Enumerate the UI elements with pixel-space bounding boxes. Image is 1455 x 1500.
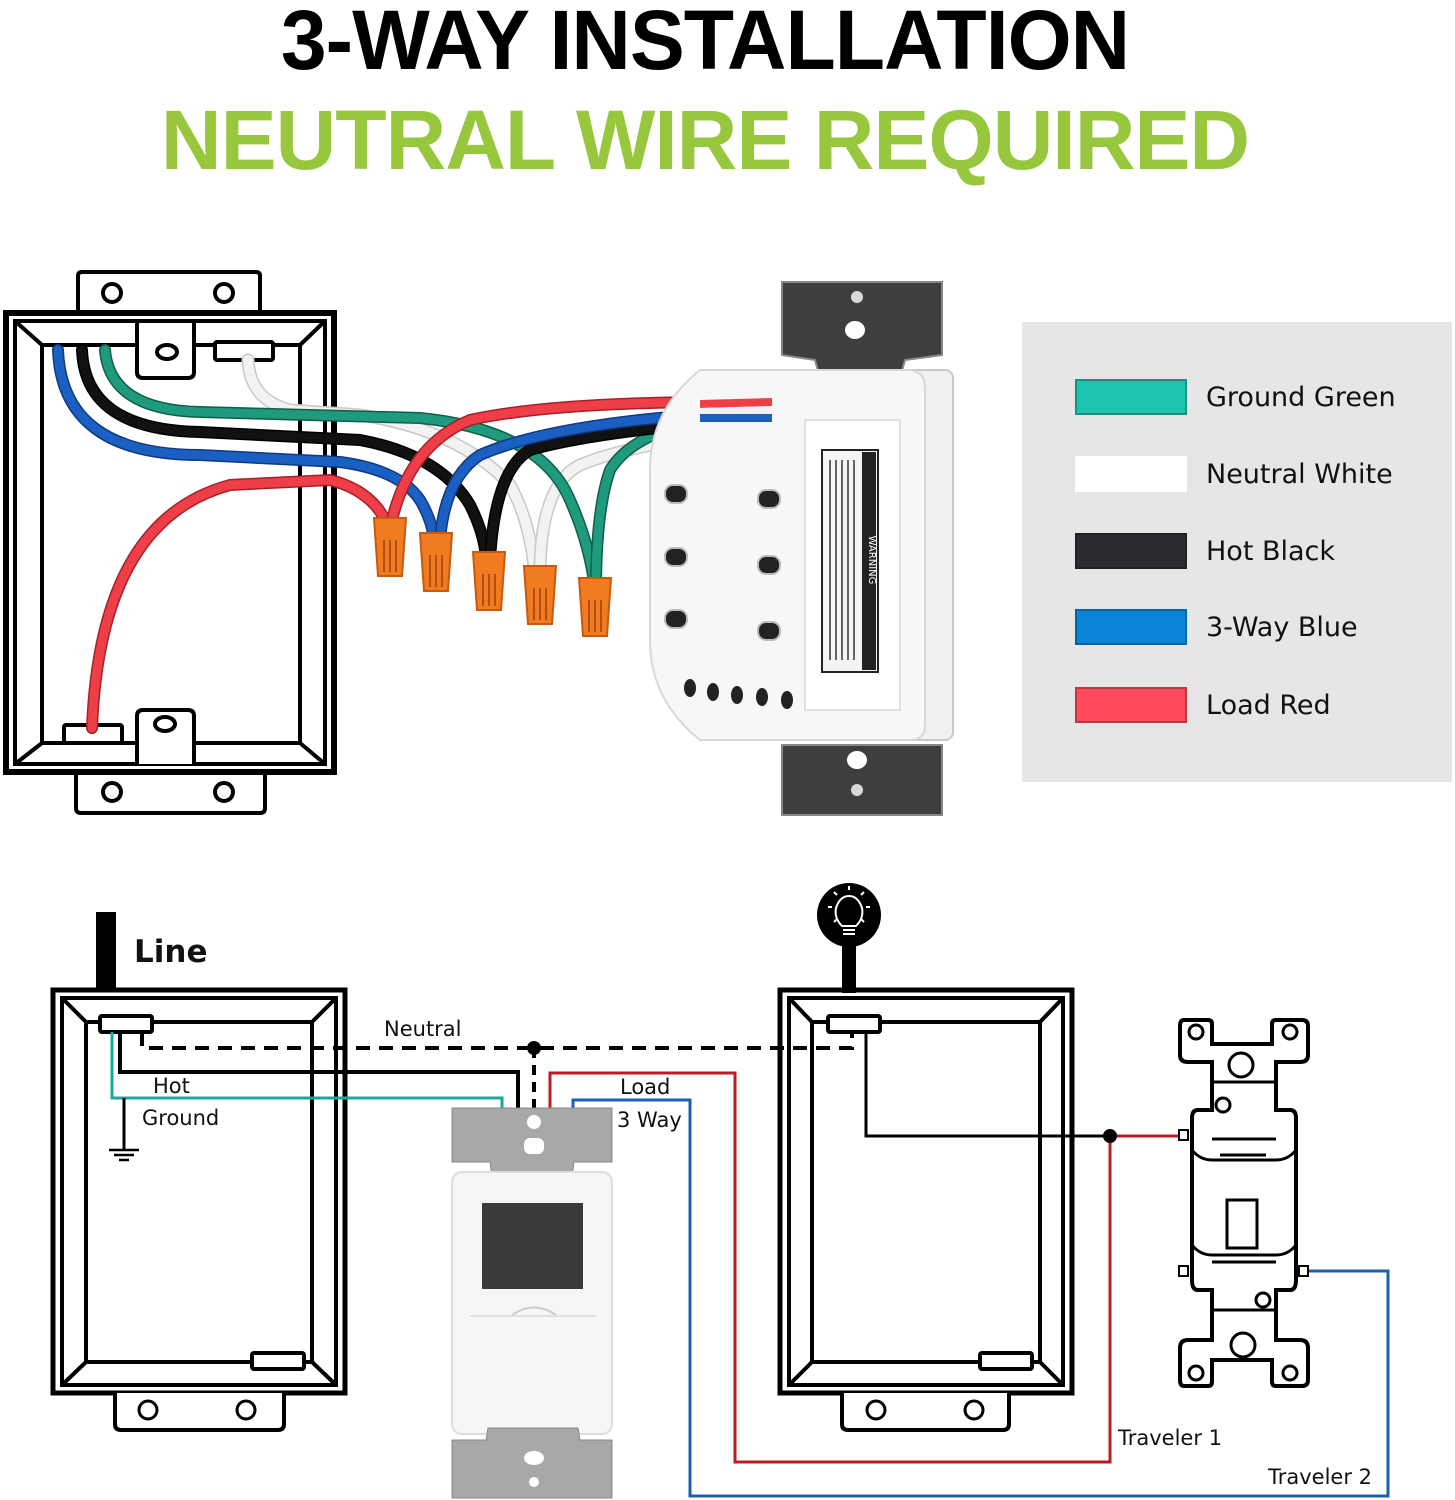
page-title: 3-WAY INSTALLATION xyxy=(280,0,1130,87)
junction-dot xyxy=(1103,1129,1117,1143)
light-bulb-icon xyxy=(817,883,881,993)
legend-item-neutral: Neutral White xyxy=(1075,455,1393,493)
terminal-hole xyxy=(664,484,688,504)
wire-nut-icon xyxy=(372,517,408,577)
ground-label: Ground xyxy=(142,1106,219,1130)
legend-label: 3-Way Blue xyxy=(1206,611,1358,643)
terminal-hole xyxy=(757,555,781,575)
neutral-junction-dot xyxy=(527,1041,541,1055)
terminal-hole xyxy=(664,547,688,567)
neutral-label: Neutral xyxy=(384,1017,462,1041)
wire-nut-icon xyxy=(418,532,454,592)
legend-item-load: Load Red xyxy=(1075,686,1331,724)
wire-color-legend: Ground Green Neutral White Hot Black 3-W… xyxy=(1022,322,1452,782)
junction-box-left xyxy=(50,987,348,1432)
screw-hole-icon xyxy=(101,781,123,803)
warning-text-lines xyxy=(829,460,855,660)
traveler2-label: Traveler 2 xyxy=(1267,1465,1372,1489)
terminal-hole xyxy=(757,489,781,509)
terminal-screw-icon xyxy=(1178,1265,1189,1277)
ground-symbol-icon xyxy=(109,1148,139,1162)
ground-wire xyxy=(100,345,600,595)
wire-connectors xyxy=(372,517,613,637)
legend-label: Load Red xyxy=(1206,689,1331,721)
smart-switch-device: WARNING xyxy=(649,281,954,816)
wire-nut-icon xyxy=(577,577,613,637)
load-wire xyxy=(87,475,390,733)
legend-swatch-ground xyxy=(1075,379,1187,415)
timer-display xyxy=(482,1203,583,1289)
warning-label-text: WARNING xyxy=(866,536,877,585)
legend-swatch-load xyxy=(1075,687,1187,723)
legend-item-hot: Hot Black xyxy=(1075,532,1335,570)
legend-label: Neutral White xyxy=(1206,458,1393,490)
timer-switch-device xyxy=(451,1107,613,1499)
legend-swatch-neutral xyxy=(1075,456,1187,492)
legend-label: Hot Black xyxy=(1206,535,1336,567)
legend-item-three-way: 3-Way Blue xyxy=(1075,608,1358,646)
terminal-hole xyxy=(664,609,688,629)
schematic: Line xyxy=(50,883,1390,1499)
hot-label: Hot xyxy=(153,1074,190,1098)
three-way-switch-icon xyxy=(1178,1018,1310,1388)
wire-nut-icon xyxy=(522,565,558,625)
load-traveler1-wire xyxy=(548,1071,1112,1464)
legend-swatch-hot xyxy=(1075,533,1187,569)
hot-wire xyxy=(77,345,491,565)
three-way-wire xyxy=(53,345,439,545)
three-way-traveler2-wire xyxy=(571,1098,1390,1498)
legend-item-ground: Ground Green xyxy=(1075,378,1396,416)
wire-nut-icon xyxy=(471,551,507,611)
neutral-wire xyxy=(243,355,540,580)
switch-common-wire xyxy=(864,1032,1110,1138)
legend-swatch-three-way xyxy=(1075,609,1187,645)
neutral-wire xyxy=(140,1032,854,1050)
three-way-label: 3 Way xyxy=(617,1108,682,1132)
load-label: Load xyxy=(620,1075,670,1099)
legend-label: Ground Green xyxy=(1206,381,1396,413)
screw-hole-icon xyxy=(101,282,123,304)
traveler1-label: Traveler 1 xyxy=(1117,1426,1222,1450)
junction-box-middle xyxy=(777,987,1075,1432)
screw-hole-icon xyxy=(213,781,235,803)
terminal-screw-icon xyxy=(1298,1265,1309,1277)
terminal-screw-icon xyxy=(1178,1129,1189,1141)
line-feed xyxy=(96,912,116,992)
hot-wire xyxy=(118,1032,520,1112)
line-label: Line xyxy=(134,934,207,970)
page-subtitle: NEUTRAL WIRE REQUIRED xyxy=(160,93,1250,187)
ground-wire xyxy=(110,1032,504,1112)
terminal-hole xyxy=(757,621,781,641)
screw-hole-icon xyxy=(213,282,235,304)
